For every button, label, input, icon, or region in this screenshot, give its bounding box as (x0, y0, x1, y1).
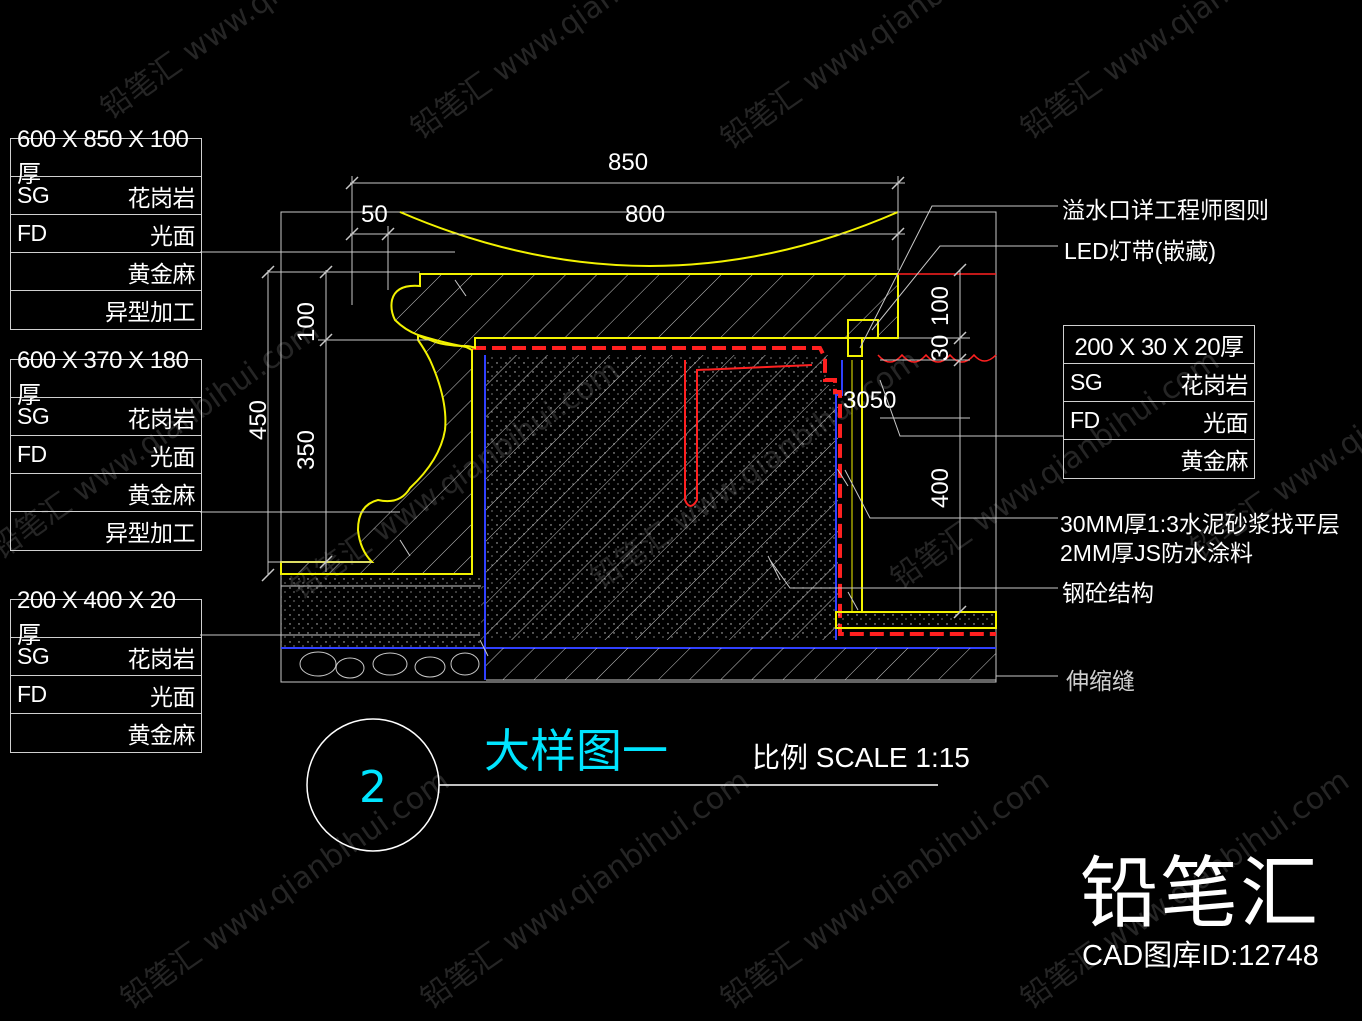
note-waterproof: 2MM厚JS防水涂料 (1060, 540, 1253, 566)
svg-text:铅笔汇 www.qianbihui.com: 铅笔汇 www.qianbihui.com (715, 0, 1056, 157)
detail-title: 大样图一 (484, 724, 668, 778)
water-wave (877, 353, 997, 363)
spec-row: 异型加工 (105, 299, 196, 325)
dim-450: 450 (245, 400, 272, 440)
dim-100-left: 100 (293, 302, 320, 342)
spec-head: 600 X 370 X 180厚 (11, 347, 201, 409)
svg-text:铅笔汇 www.qianbihui.com: 铅笔汇 www.qianbihui.com (405, 0, 746, 147)
svg-text:铅笔汇 www.qianbihui.com: 铅笔汇 www.qianbihui.com (715, 763, 1056, 1017)
dim-350: 350 (293, 430, 320, 470)
concrete-core (484, 355, 996, 681)
note-led: LED灯带(嵌藏) (1064, 238, 1217, 264)
spec-row: 黄金麻 (11, 253, 201, 291)
spec-row: 异型加工 (105, 520, 196, 546)
section-frame (280, 211, 997, 683)
spec-head: 200 X 400 X 20厚 (11, 587, 201, 649)
spec-row: 黄金麻 (127, 722, 196, 748)
dimension-lines (267, 176, 970, 612)
stone-coping (390, 273, 899, 350)
stone-side (280, 333, 473, 575)
brand-id: CAD图库ID:12748 (1082, 940, 1319, 972)
spec-head: 200 X 30 X 20厚 (1064, 326, 1254, 364)
note-concrete: 钢砼结构 (1062, 580, 1154, 606)
dim-100-right: 100 (927, 286, 954, 326)
waterproof-red-dashed (472, 346, 996, 636)
dim-850: 850 (608, 149, 648, 176)
svg-text:铅笔汇 www.qianbihui.com: 铅笔汇 www.qianbihui.com (115, 763, 456, 1017)
spec-row: 黄金麻 (1180, 448, 1249, 474)
dim-30: 30 (927, 335, 954, 362)
stone-cap-small (847, 319, 879, 357)
dim-400: 400 (927, 468, 954, 508)
detail-scale: 比例 SCALE 1:15 (752, 742, 970, 773)
stone-bottom (835, 611, 997, 629)
led-pipe (684, 360, 813, 507)
note-mortar: 30MM厚1:3水泥砂浆找平层 (1060, 511, 1340, 537)
leader-lines (200, 205, 1063, 677)
dim-800: 800 (625, 201, 665, 228)
detail-number: 2 (359, 762, 387, 813)
spec-head: 600 X 850 X 100厚 (11, 126, 201, 188)
note-overflow: 溢水口详工程师图则 (1062, 197, 1269, 223)
dim-3050: 3050 (843, 387, 896, 414)
dimension-ticks (261, 176, 967, 619)
note-joint: 伸缩缝 (1066, 668, 1135, 694)
water-arc (399, 211, 899, 267)
dim-50: 50 (361, 201, 388, 228)
svg-text:铅笔汇 www.qianbihui.com: 铅笔汇 www.qianbihui.com (1015, 0, 1356, 147)
svg-text:铅笔汇 www.qianbihui.com: 铅笔汇 www.qianbihui.com (95, 0, 436, 127)
svg-text:铅笔汇 www.qianbihui.com: 铅笔汇 www.qianbihui.com (415, 763, 756, 1017)
brand-name: 铅笔汇 (1080, 849, 1321, 939)
spec-row: 黄金麻 (11, 474, 201, 512)
